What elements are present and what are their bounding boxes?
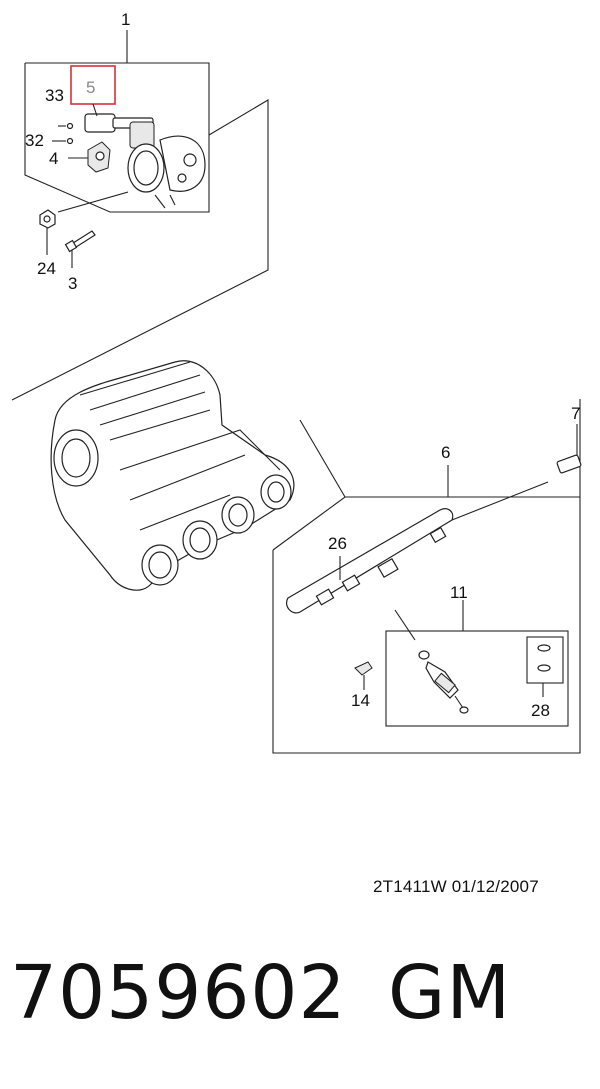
callout-14: 14: [351, 691, 370, 710]
callout-26: 26: [328, 534, 347, 553]
callout-32: 32: [25, 131, 44, 150]
clip-part: [354, 661, 373, 676]
fuel-rail-part: [286, 508, 454, 614]
o-ring-part: [537, 644, 551, 652]
part-number: 7059602: [10, 950, 347, 1036]
drawing-stamp: 2T1411W 01/12/2007: [373, 877, 539, 896]
callout-5: 5: [86, 78, 95, 97]
callout-3: 3: [68, 274, 77, 293]
intake-manifold-part: [50, 360, 295, 591]
callout-7: 7: [571, 404, 580, 423]
callout-33: 33: [45, 86, 64, 105]
callout-28: 28: [531, 701, 550, 720]
callout-6: 6: [441, 443, 450, 462]
throttle-body-part: [84, 113, 206, 209]
injector-part: [418, 650, 469, 714]
callout-1: 1: [121, 10, 130, 29]
callout-11: 11: [450, 583, 468, 602]
throttle-body-group: [11, 30, 269, 401]
fuel-rail-bolt-part: [556, 454, 582, 474]
brand-name: GM: [388, 950, 512, 1036]
fuel-rail-group: [272, 399, 582, 754]
callout-4: 4: [49, 149, 58, 168]
callout-24: 24: [37, 259, 56, 278]
